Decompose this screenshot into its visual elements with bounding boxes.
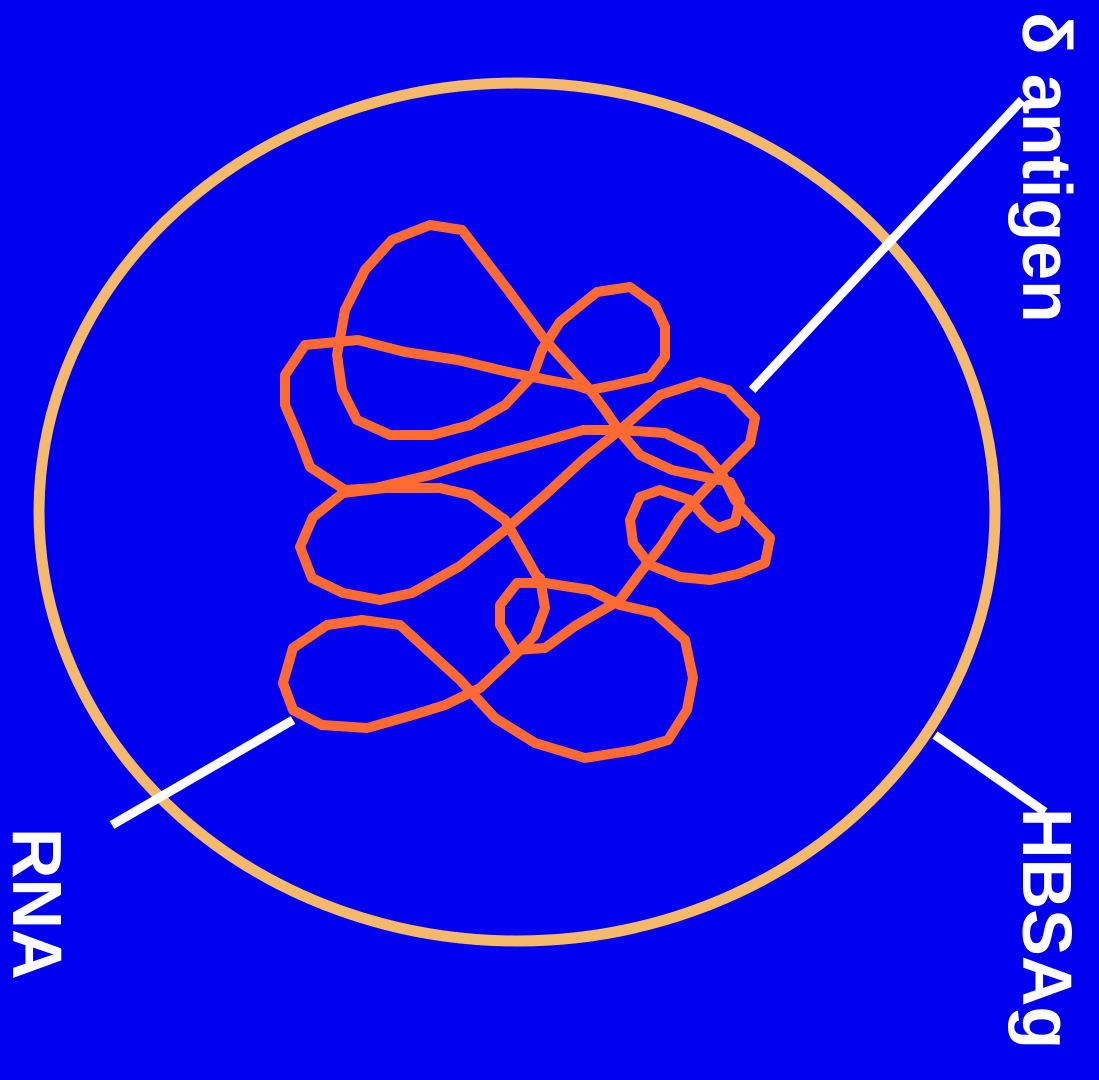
- label-delta-antigen: δ antigen: [1012, 12, 1082, 323]
- leader-line-delta-antigen: [752, 100, 1022, 390]
- viral-envelope: [39, 83, 995, 941]
- leader-line-hbsag: [935, 735, 1045, 812]
- rna-strand-top-loops: [337, 225, 665, 435]
- label-rna: RNA: [2, 828, 72, 980]
- label-hbsag: HBSAg: [1012, 808, 1082, 1049]
